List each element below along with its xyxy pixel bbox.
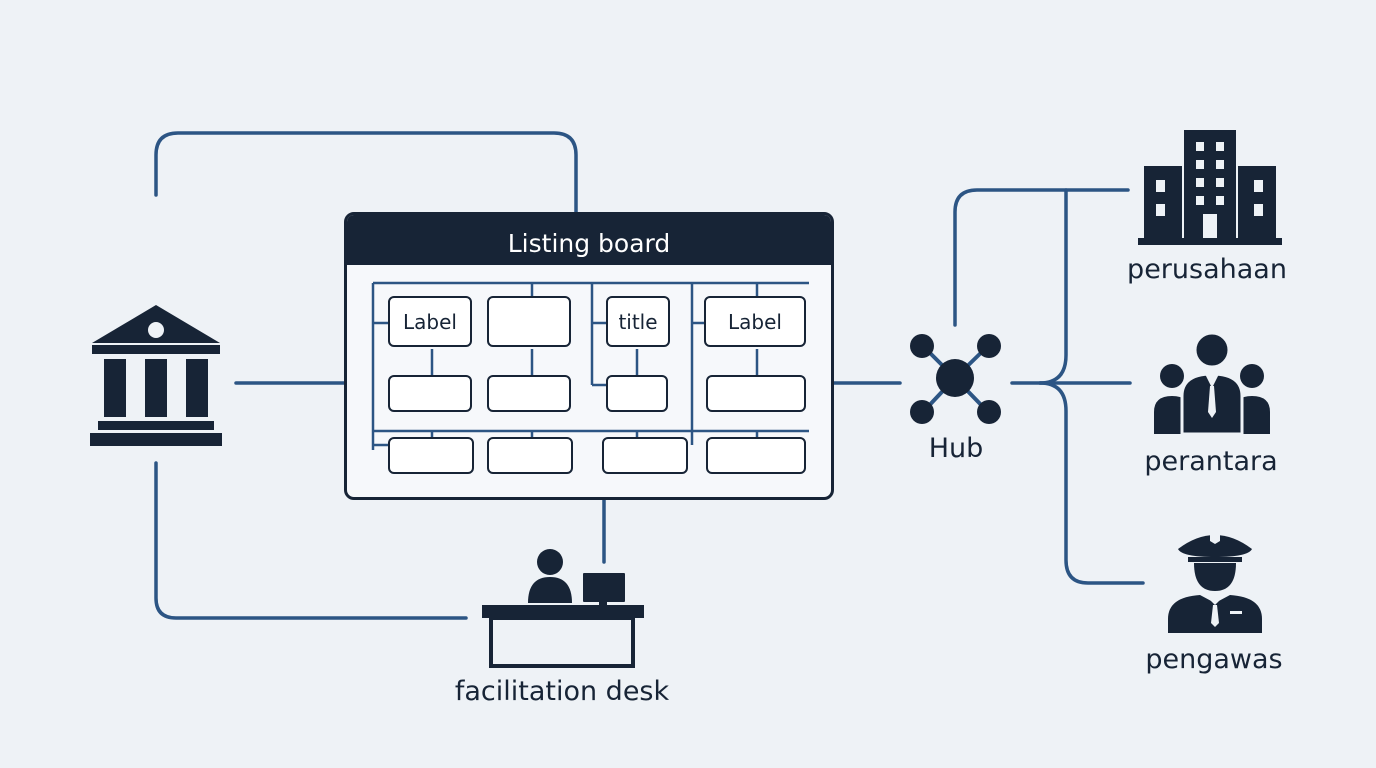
desk-label: facilitation desk (454, 676, 670, 707)
board-cell[interactable] (487, 375, 571, 412)
broker-label: perantara (1144, 446, 1278, 477)
board-cell[interactable] (606, 375, 668, 412)
connector-hub-company (953, 188, 1130, 327)
board-cell-label[interactable]: Label (388, 296, 472, 347)
board-tree-lines (371, 281, 809, 450)
board-cell[interactable] (487, 437, 573, 474)
supervisor-label: pengawas (1145, 644, 1283, 675)
connector-brace-top (1038, 188, 1068, 385)
reception-desk-icon (482, 549, 644, 668)
board-cell[interactable] (388, 375, 472, 412)
network-hub-icon (910, 334, 1001, 424)
connector-institution-desk (154, 461, 468, 620)
board-cell[interactable] (487, 296, 571, 347)
connector-brace-bottom (1038, 381, 1145, 585)
office-building-icon (1138, 130, 1282, 245)
board-cell[interactable] (602, 437, 688, 474)
board-cell[interactable] (706, 437, 806, 474)
connector-top-loop (154, 131, 578, 214)
board-cell[interactable] (388, 437, 474, 474)
board-cell-label[interactable]: Label (704, 296, 806, 347)
company-label: perusahaan (1127, 254, 1287, 285)
officer-icon (1168, 529, 1262, 633)
board-cell-title[interactable]: title (606, 296, 670, 347)
board-cell[interactable] (706, 375, 806, 412)
board-title: Listing board (347, 215, 831, 265)
bank-building-icon (90, 305, 222, 446)
group-people-icon (1154, 331, 1270, 436)
hub-label: Hub (928, 433, 984, 464)
